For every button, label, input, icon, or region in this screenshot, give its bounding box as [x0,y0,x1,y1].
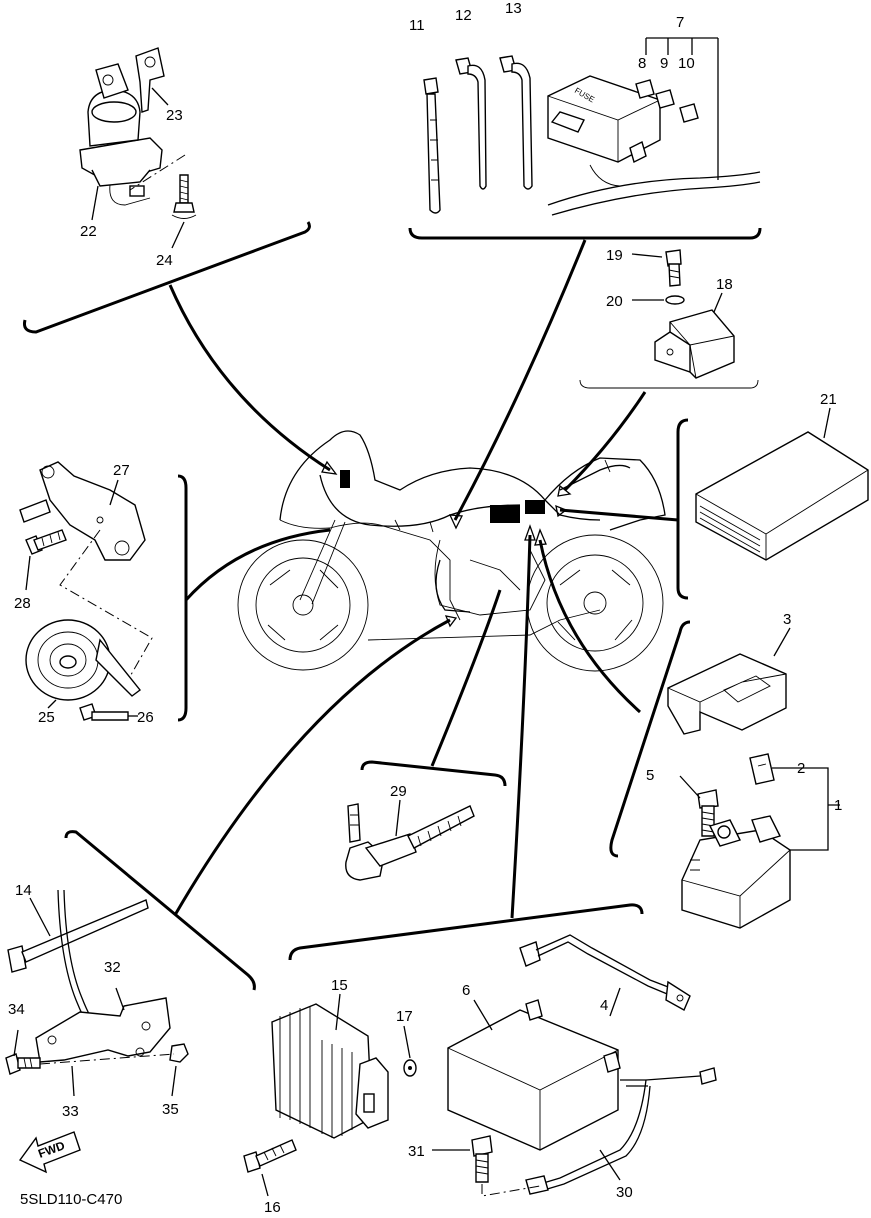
callout-7: 7 [676,14,684,31]
callout-26: 26 [137,709,154,726]
callout-28: 28 [14,595,31,612]
callout-29: 29 [390,783,407,800]
main-switch-assembly [79,47,197,249]
callout-27: 27 [113,462,130,479]
callout-17: 17 [396,1008,413,1025]
callout-19: 19 [606,247,623,264]
horn-assembly [19,461,153,721]
callout-33: 33 [62,1103,79,1120]
callout-31: 31 [408,1143,425,1160]
callout-2: 2 [797,760,805,777]
callout-labels: 1 2 3 4 5 6 7 8 9 10 11 12 13 14 15 16 1… [8,0,842,1216]
diagram-code: 5SLD110-C470 [20,1191,122,1208]
callout-32: 32 [104,959,121,976]
callout-3: 3 [783,611,791,628]
callout-34: 34 [8,1001,25,1018]
callout-20: 20 [606,293,623,310]
leader-lines [168,239,679,919]
neutral-switch [345,799,475,881]
callout-16: 16 [264,1199,281,1216]
callout-14: 14 [15,882,32,899]
fuse-box-assembly: FUSE [423,37,761,216]
callout-22: 22 [80,223,97,240]
callout-11: 11 [409,17,425,34]
callout-8: 8 [638,55,646,72]
callout-5: 5 [646,767,654,784]
callout-12: 12 [455,7,472,24]
callout-9: 9 [660,55,668,72]
relay-assembly [631,249,735,379]
battery-rectifier-assembly [243,934,717,1197]
fwd-arrow-icon: FWD [18,1131,81,1174]
ecu-unit [695,407,869,561]
starter-relay-assembly [667,627,840,929]
callout-23: 23 [166,107,183,124]
callout-21: 21 [820,391,837,408]
callout-13: 13 [505,0,522,17]
sensor-assembly [5,889,189,1097]
callout-4: 4 [600,997,608,1014]
callout-35: 35 [162,1101,179,1118]
callout-30: 30 [616,1184,633,1201]
motorcycle-outline [237,430,666,672]
callout-15: 15 [331,977,348,994]
panel-brackets [23,221,762,991]
callout-10: 10 [678,55,695,72]
callout-1: 1 [834,797,842,814]
callout-25: 25 [38,709,55,726]
callout-18: 18 [716,276,733,293]
callout-24: 24 [156,252,173,269]
callout-6: 6 [462,982,470,999]
